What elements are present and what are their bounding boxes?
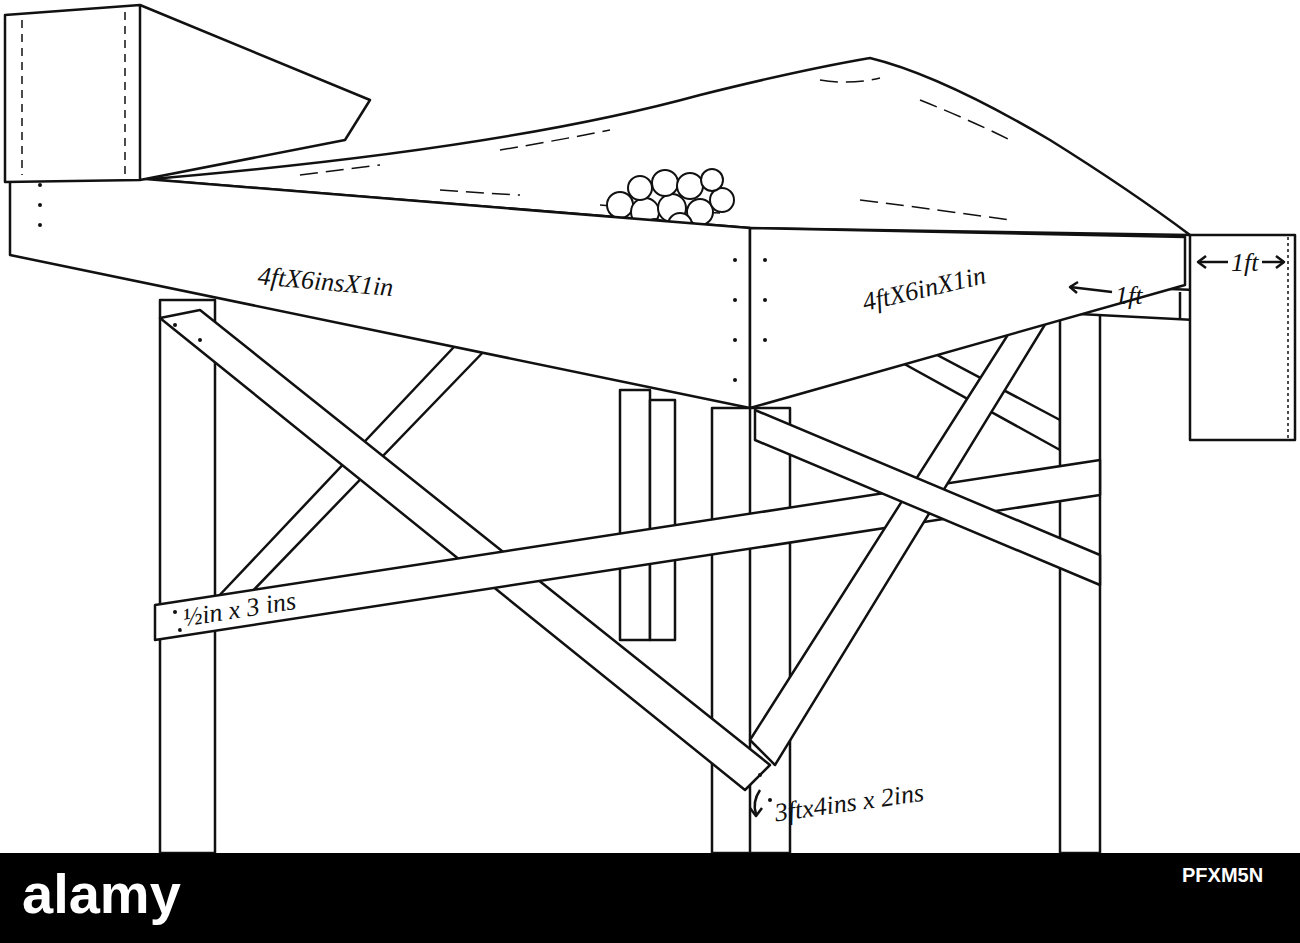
dimension-label: 1ft <box>1228 249 1261 277</box>
watermark-id: PFXM5N <box>1182 865 1263 885</box>
dimension-label: 1ft <box>1112 282 1145 310</box>
dimension-label: 3ftx4ins x 2ins <box>770 778 929 827</box>
watermark-logo: alamy <box>22 866 181 922</box>
